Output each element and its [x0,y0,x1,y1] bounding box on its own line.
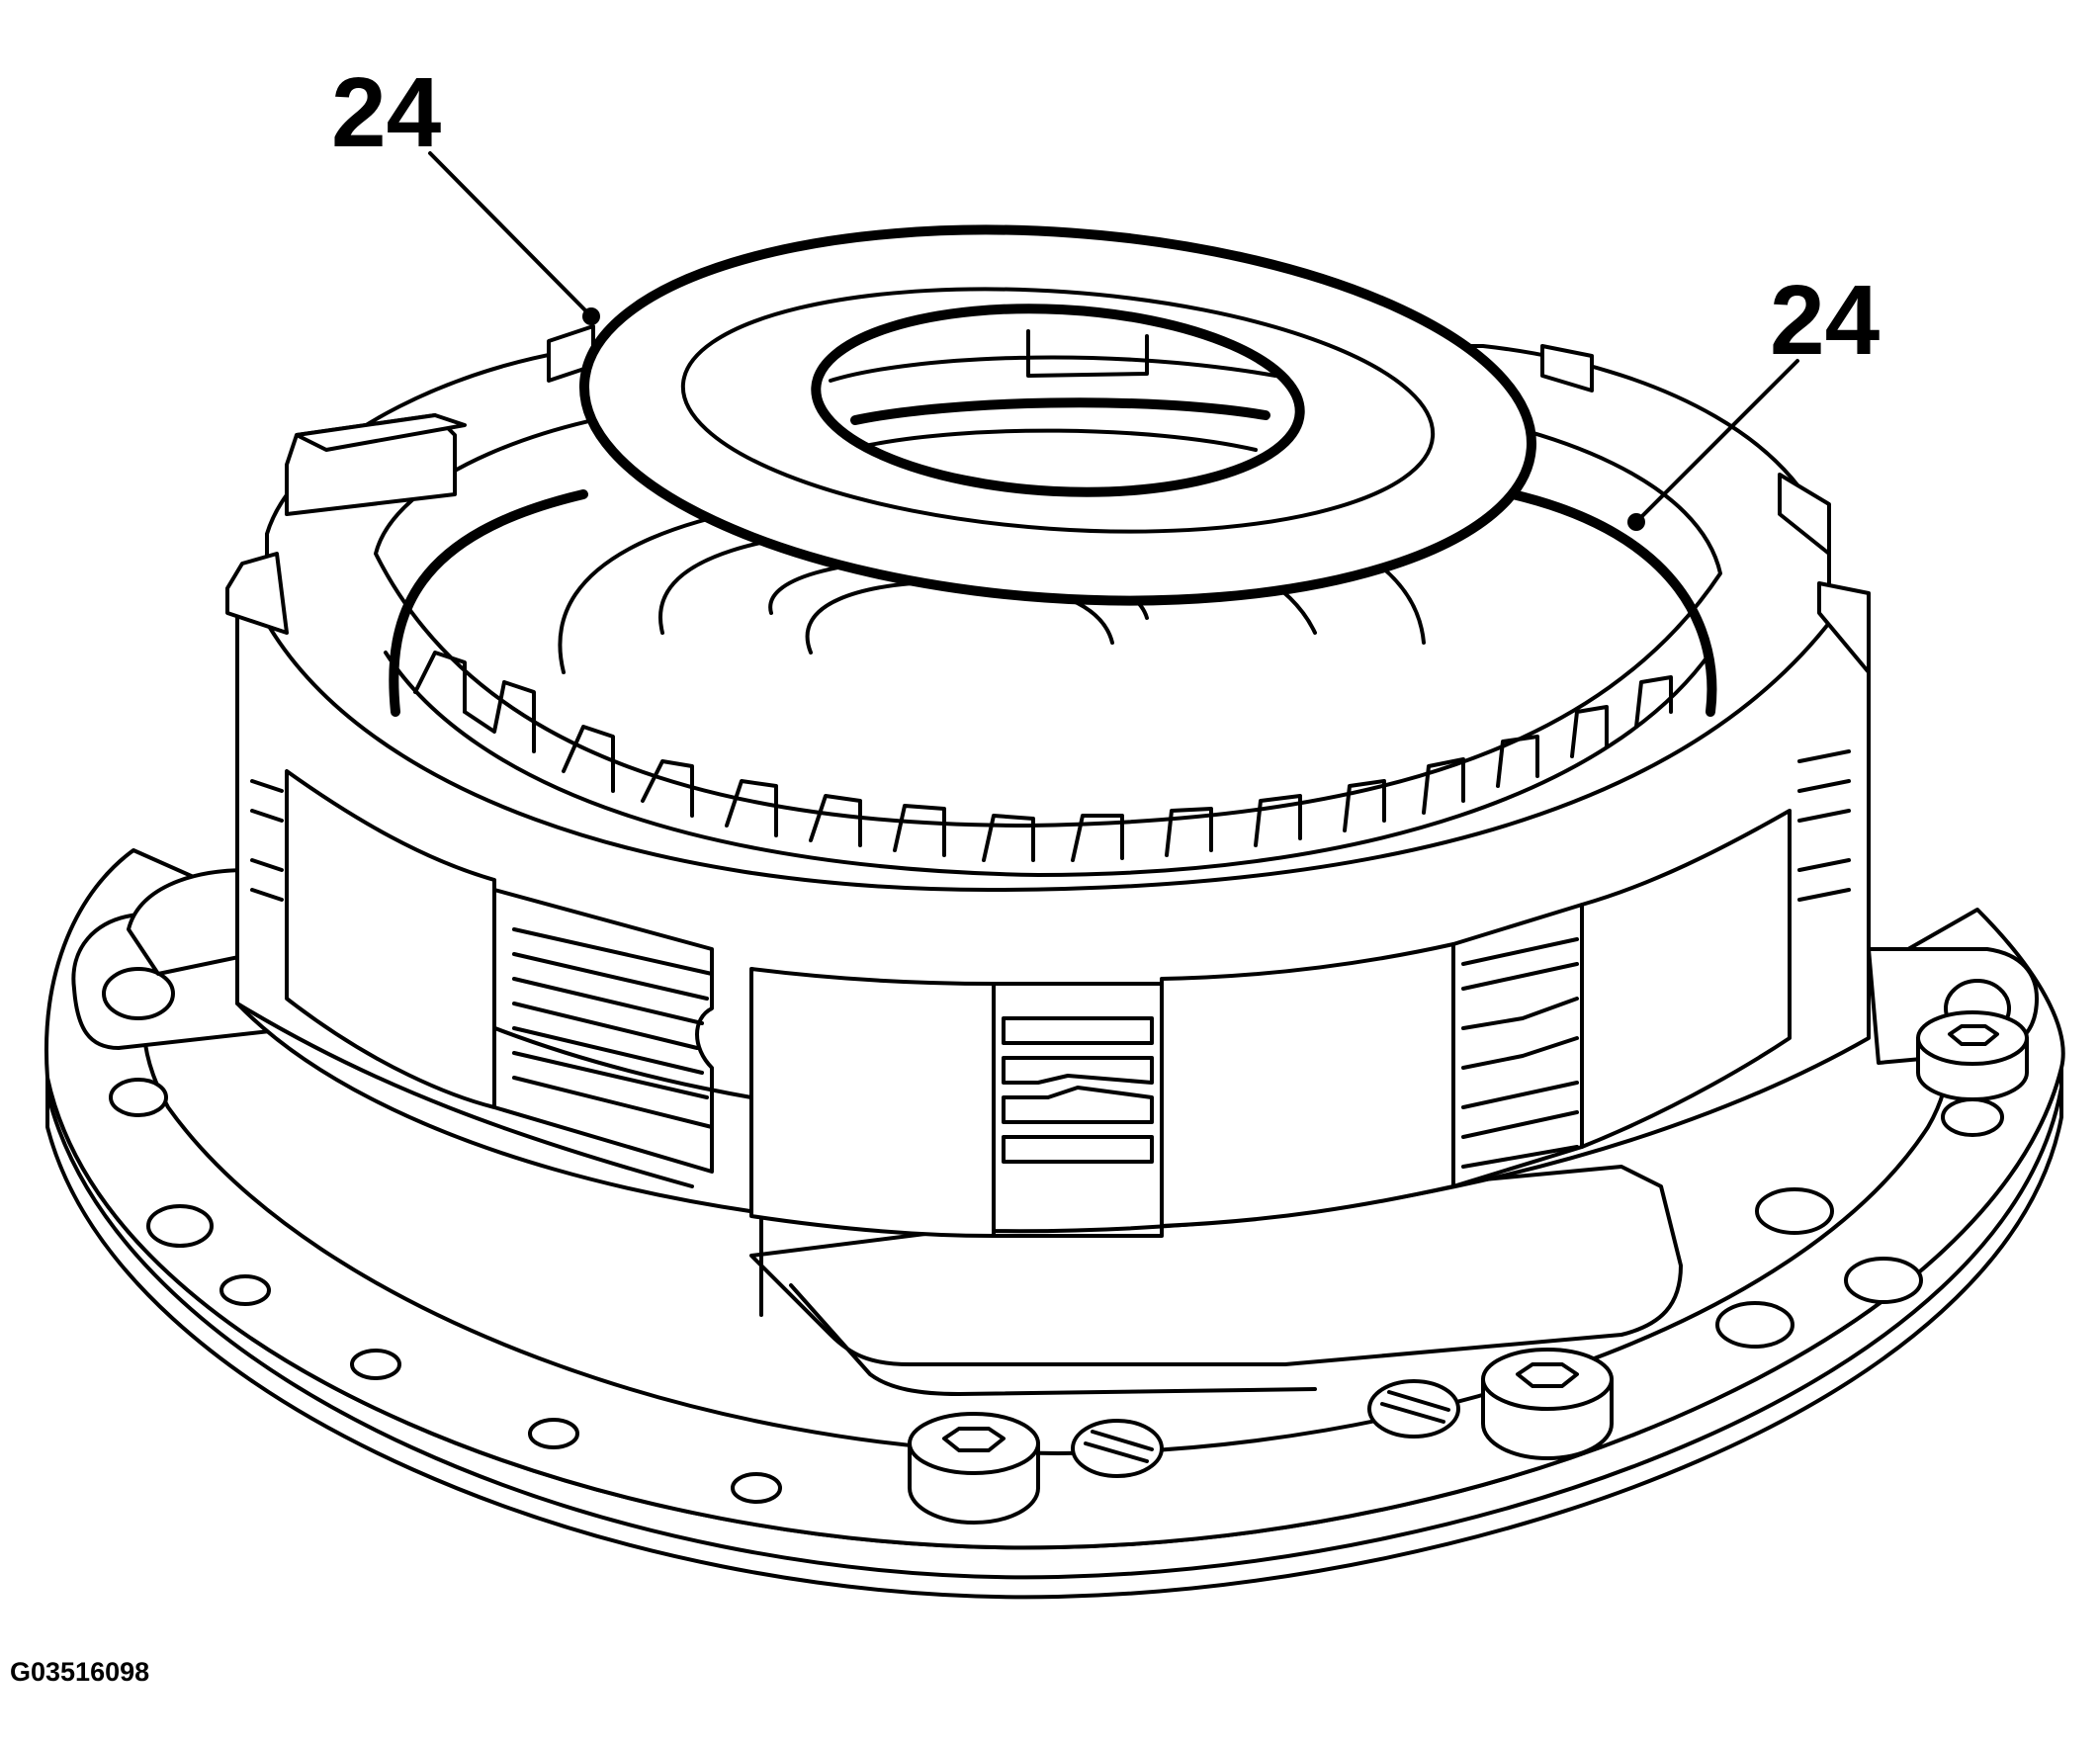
drum-panels [285,769,1792,1238]
lower-retaining-ring-right [1508,489,1717,717]
socket-bolt-left [908,1412,1040,1525]
socket-bolt-right [1481,1348,1614,1460]
leader-lines [428,151,1799,531]
lower-retaining-ring [389,489,588,717]
flange-holes [109,1078,2004,1504]
figure-id: G03516098 [10,1657,149,1687]
slotted-plug-right [1367,1379,1460,1439]
socket-bolt-far-right [1916,1010,2029,1101]
slotted-plug-left [1071,1419,1164,1478]
callout-label-upper-left: 24 [331,57,442,168]
spline-ring [384,651,1712,877]
clutch-plate-stacks [250,749,1851,1238]
upper-thrust-washer [578,224,1537,606]
callout-label-right: 24 [1770,265,1881,376]
